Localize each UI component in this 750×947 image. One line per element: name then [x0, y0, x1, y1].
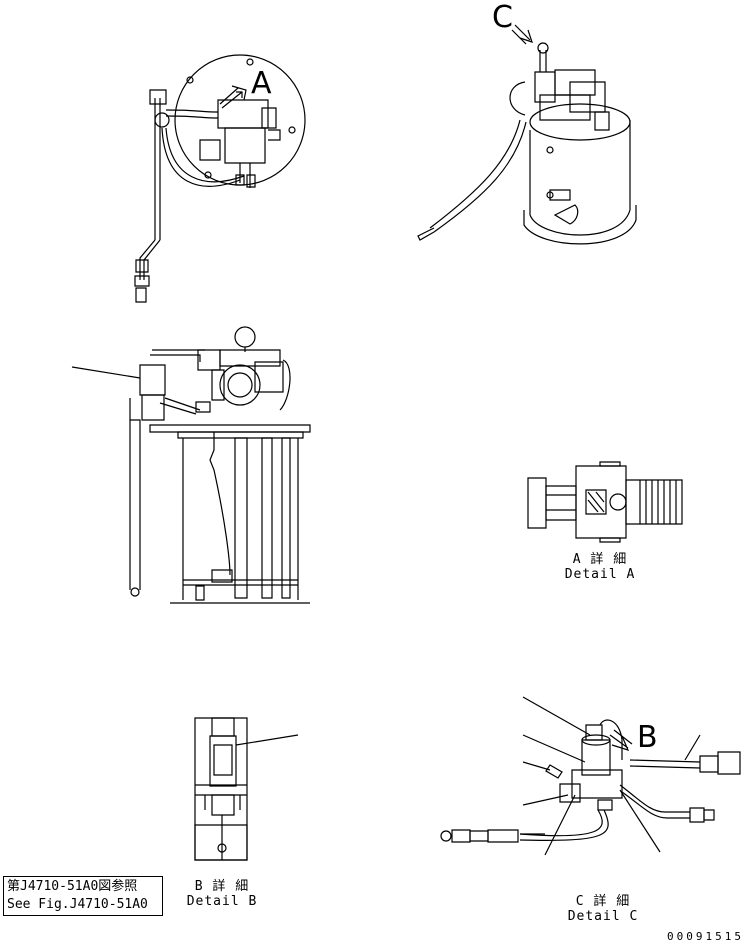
top-view-pump-assembly	[135, 55, 305, 302]
figure-reference-box: 第J4710-51A0図参照 See Fig.J4710-51A0	[3, 876, 163, 916]
detail-b-caption: B 詳 細 Detail B	[182, 879, 262, 909]
pressure-gauge-icon	[235, 327, 255, 347]
detail-a-coupling	[528, 462, 682, 542]
drawing-number: 00091515	[667, 930, 744, 943]
leader-line	[72, 367, 140, 378]
detail-a-caption: A 詳 細 Detail A	[560, 552, 640, 582]
detail-b-jp: B 詳 細	[194, 879, 250, 894]
leader-line	[523, 697, 590, 735]
view-arrow-icon	[222, 92, 242, 108]
view-arrow-icon	[610, 735, 628, 750]
leader-line	[545, 795, 575, 855]
front-elevation-view	[72, 327, 310, 603]
detail-c-caption: C 詳 細 Detail C	[563, 894, 643, 924]
detail-b-en: Detail B	[186, 894, 258, 909]
isometric-tank-view	[418, 25, 636, 244]
reference-jp: 第J4710-51A0図参照	[7, 879, 138, 894]
reference-en: See Fig.J4710-51A0	[7, 897, 148, 912]
leader-line	[523, 735, 585, 762]
view-letter-a: A	[251, 66, 272, 101]
leader-line	[620, 790, 660, 852]
detail-c-en: Detail C	[567, 909, 639, 924]
leader-line	[523, 795, 568, 805]
detail-a-jp: A 詳 細	[572, 552, 628, 567]
detail-c-tee-fitting	[441, 697, 740, 855]
detail-b-solenoid	[195, 718, 298, 860]
view-letter-b: B	[637, 720, 658, 755]
view-letter-c: C	[492, 0, 513, 35]
view-arrow-icon	[515, 25, 532, 42]
detail-a-en: Detail A	[564, 567, 636, 582]
leader-line	[236, 735, 298, 745]
leader-line	[685, 735, 700, 760]
detail-c-jp: C 詳 細	[575, 894, 631, 909]
